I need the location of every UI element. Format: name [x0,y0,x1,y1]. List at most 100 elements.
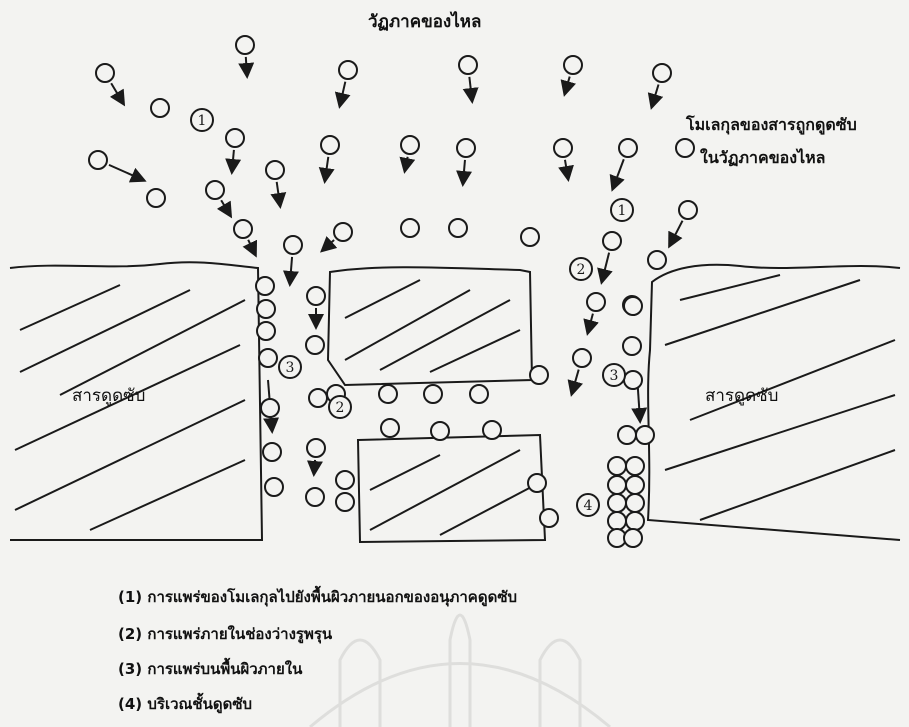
molecule [321,136,339,154]
adsorbed-molecule [431,422,449,440]
adsorbed-molecule [528,474,546,492]
adsorbed-molecule [336,493,354,511]
adsorbed-molecule [618,426,636,444]
adsorbent-label-right: สารดูดซับ [705,382,778,409]
adsorbed-molecule [624,371,642,389]
adsorbed-molecule [256,277,274,295]
adsorbed-molecule [259,349,277,367]
adsorbed-molecule [263,443,281,461]
adsorbent-label-left: สารดูดซับ [72,382,145,409]
diffusion-arrow [111,83,123,103]
adsorbed-molecule [424,385,442,403]
diffusion-arrow [221,200,230,215]
adsorbed-molecule [623,337,641,355]
diffusion-arrow [572,370,579,393]
molecule [234,220,252,238]
adsorbed-molecule [483,421,501,439]
molecule [307,439,325,457]
molecule [236,36,254,54]
adsorbed-molecule [381,419,399,437]
molecule [648,251,666,269]
side-label-line2: ในวัฏภาคของไหล [700,146,825,171]
diffusion-arrow [670,221,683,245]
diffusion-arrow [405,157,408,170]
adsorbed-molecule [470,385,488,403]
diffusion-arrow [469,77,472,100]
diffusion-arrow [602,253,609,281]
step-marker-3: 3 [279,356,301,378]
adsorbed-molecule [608,494,626,512]
diffusion-arrow [565,77,570,93]
step-marker-3: 3 [603,364,625,386]
molecule [266,161,284,179]
molecule [306,488,324,506]
adsorbed-molecule [336,471,354,489]
svg-text:1: 1 [618,203,627,219]
svg-text:3: 3 [610,368,619,384]
svg-text:2: 2 [577,262,586,278]
watermark-emblem [300,580,620,727]
legend-item-4: (4) บริเวณชั้นดูดซับ [118,692,252,716]
molecule [226,129,244,147]
molecule [147,189,165,207]
molecule [334,223,352,241]
molecule [89,151,107,169]
adsorbed-molecule [265,478,283,496]
diffusion-arrow [248,240,255,254]
molecule [587,293,605,311]
diffusion-arrow [652,84,659,106]
step-marker-2: 2 [329,396,351,418]
adsorbent-block-center-bottom [358,435,545,542]
adsorbent-block-center-top [328,267,532,385]
molecule [96,64,114,82]
molecule [619,139,637,157]
svg-text:3: 3 [286,360,295,376]
adsorbed-molecule [626,457,644,475]
diffusion-arrow [109,165,143,180]
step-marker-4: 4 [577,494,599,516]
molecule [306,336,324,354]
adsorbed-molecule [626,476,644,494]
adsorbed-molecule [626,512,644,530]
diffusion-arrow [246,57,247,75]
diffusion-arrow [340,82,345,105]
molecule [449,219,467,237]
adsorbed-molecule [530,366,548,384]
adsorbed-molecule [540,509,558,527]
molecule [307,287,325,305]
legend-item-3: (3) การแพร่บนพื้นผิวภายใน [118,657,302,681]
adsorbed-molecule [257,300,275,318]
adsorbed-molecule [261,399,279,417]
molecule [653,64,671,82]
side-label-line1: โมเลกุลของสารถูกดูดซับ [686,113,857,138]
molecule [459,56,477,74]
adsorbed-molecule [624,297,642,315]
molecule [573,349,591,367]
diffusion-arrow [463,160,465,183]
molecule [151,99,169,117]
molecule [676,139,694,157]
molecule [554,139,572,157]
svg-text:4: 4 [584,498,593,514]
adsorbed-molecule [608,512,626,530]
molecule [206,181,224,199]
molecule [339,61,357,79]
adsorbed-molecule [257,322,275,340]
diffusion-arrow [588,314,593,332]
diffusion-arrow [613,159,624,188]
molecule [679,201,697,219]
diffusion-arrow [565,160,568,178]
molecule [401,219,419,237]
adsorbed-molecule [636,426,654,444]
molecule [603,232,621,250]
diffusion-arrow [277,182,280,205]
fluid-phase-title: วัฏภาคของไหล [368,8,481,35]
adsorbed-molecule [608,476,626,494]
diffusion-arrow [290,257,292,283]
adsorbed-molecule [608,457,626,475]
diffusion-arrow [232,150,234,171]
molecule [309,389,327,407]
svg-text:2: 2 [336,400,345,416]
diffusion-arrow [314,460,315,473]
diffusion-arrow [323,240,334,250]
